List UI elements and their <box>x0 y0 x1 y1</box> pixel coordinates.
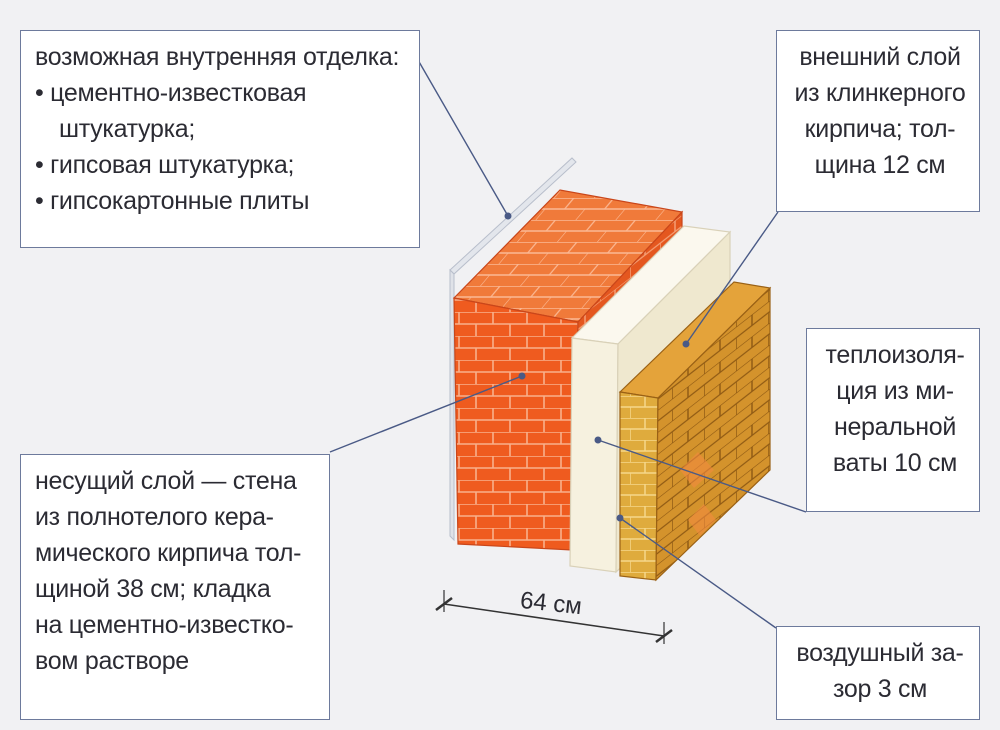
insulation-line: ваты 10 см <box>832 449 958 477</box>
finish-item: гипсокартонные плиты <box>35 183 409 219</box>
outer-line: внешний слой <box>799 43 961 71</box>
finish-item: цементно-известковая <box>35 75 409 111</box>
bearing-line: вом растворе <box>35 647 189 675</box>
air-gap-line: зор 3 см <box>832 675 928 703</box>
insulation-callout: теплоизоля- ция из ми- неральной ваты 10… <box>806 328 980 512</box>
finish-item: штукатурка; <box>59 115 196 143</box>
clinker-brick-layer <box>618 281 772 582</box>
air-gap-callout: воздушный за- зор 3 см <box>776 626 980 720</box>
bearing-line: несущий слой — стена <box>35 467 297 495</box>
leader-lines <box>329 59 807 629</box>
dimension-line <box>435 590 673 644</box>
bearing-line: щиной 38 см; кладка <box>35 575 271 603</box>
finish-title: возможная внутренняя отделка: <box>35 43 400 71</box>
insulation-line: неральной <box>833 413 957 441</box>
insulation-line: теплоизоля- <box>825 341 965 369</box>
leader-dots <box>504 212 690 522</box>
outer-line: из клинкерного <box>794 79 966 107</box>
interior-finish-callout: возможная внутренняя отделка: цементно-и… <box>20 30 420 248</box>
interior-finish-layer <box>449 157 577 542</box>
outer-line: щина 12 см <box>814 151 946 179</box>
bearing-line: на цементно-известко- <box>35 611 294 639</box>
bearing-line: мического кирпича тол- <box>35 539 302 567</box>
air-gap-line: воздушный за- <box>796 639 964 667</box>
bearing-wall-callout: несущий слой — стена из полнотелого кера… <box>20 454 330 720</box>
bearing-line: из полнотелого кера- <box>35 503 274 531</box>
outer-layer-callout: внешний слой из клинкерного кирпича; тол… <box>776 30 980 212</box>
outer-line: кирпича; тол- <box>804 115 956 143</box>
finish-item: гипсовая штукатурка; <box>35 147 409 183</box>
insulation-line: ция из ми- <box>836 377 954 405</box>
